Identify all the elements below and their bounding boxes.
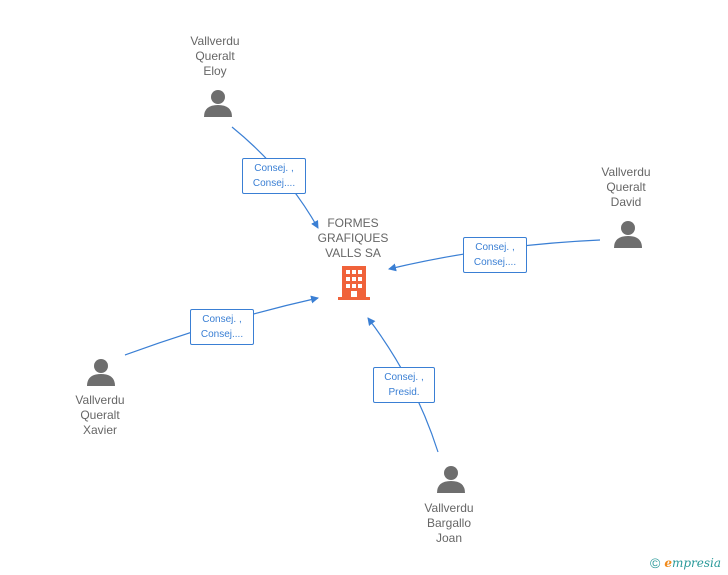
relation-label-xavier[interactable]: Consej. , Consej....	[190, 309, 254, 345]
person-icon[interactable]	[203, 88, 233, 118]
person-icon[interactable]	[613, 219, 643, 249]
person-name-david[interactable]: Vallverdu Queralt David	[601, 165, 651, 209]
copyright-symbol: ©	[650, 555, 661, 571]
company-name[interactable]: FORMES GRAFIQUES VALLS SA	[317, 216, 389, 260]
brand-logo: empresia	[664, 556, 722, 570]
building-icon[interactable]	[338, 266, 372, 302]
relation-label-joan[interactable]: Consej. , Presid.	[373, 367, 435, 403]
person-name-xavier[interactable]: Vallverdu Queralt Xavier	[75, 393, 125, 437]
relation-label-eloy[interactable]: Consej. , Consej....	[242, 158, 306, 194]
relation-label-david[interactable]: Consej. , Consej....	[463, 237, 527, 273]
person-name-eloy[interactable]: Vallverdu Queralt Eloy	[190, 34, 240, 78]
person-icon[interactable]	[86, 357, 116, 387]
copyright-brand: © empresia	[650, 555, 721, 571]
person-name-joan[interactable]: Vallverdu Bargallo Joan	[424, 501, 474, 545]
person-icon[interactable]	[436, 464, 466, 494]
